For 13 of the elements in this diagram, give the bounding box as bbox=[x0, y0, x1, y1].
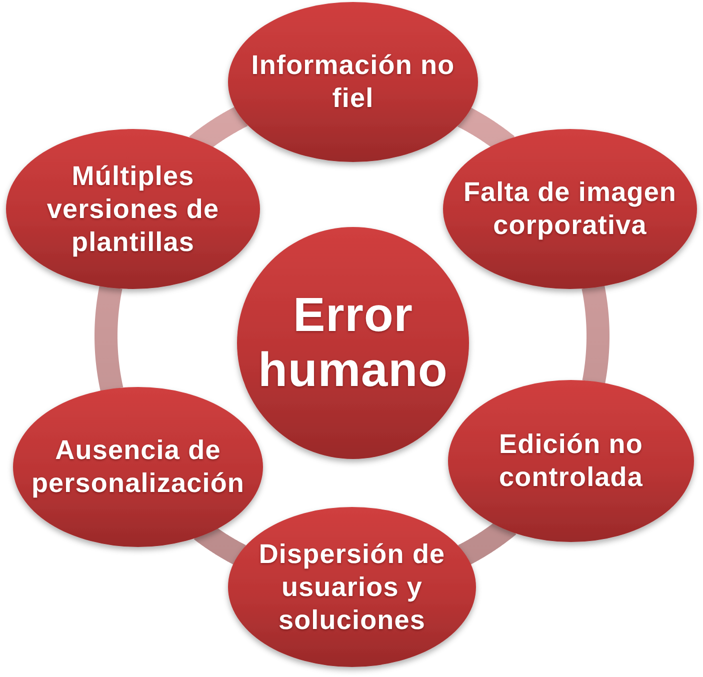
ellipse-node bbox=[6, 129, 260, 289]
node-label: Información no fiel bbox=[250, 49, 456, 115]
node-label: Dispersión de usuarios y soluciones bbox=[258, 538, 446, 636]
node-label: Múltiples versiones de plantillas bbox=[46, 160, 220, 258]
node-label: Falta de imagen corporativa bbox=[462, 176, 678, 242]
ellipse-node bbox=[443, 129, 697, 289]
ellipse-node bbox=[228, 507, 476, 667]
ellipse-node bbox=[448, 380, 694, 542]
circle-node bbox=[237, 227, 469, 459]
ellipse-node bbox=[228, 2, 478, 162]
node-label: Ausencia de personalización bbox=[30, 434, 246, 500]
node-label: Error humano bbox=[258, 288, 448, 398]
node-label: Edición no controlada bbox=[498, 428, 644, 494]
